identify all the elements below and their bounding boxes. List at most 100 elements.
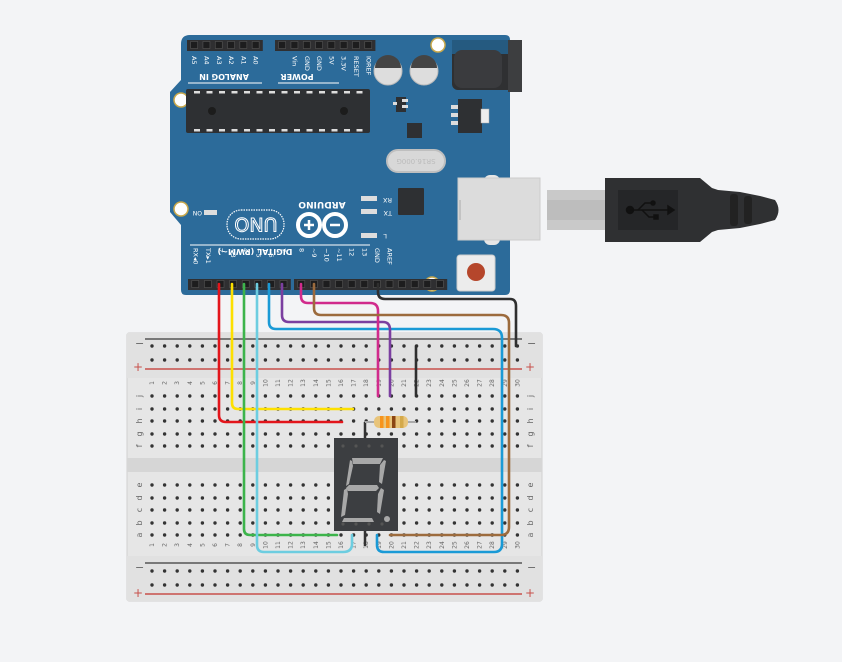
breadboard-hole[interactable]: [301, 521, 305, 525]
rail-hole[interactable]: [314, 344, 318, 348]
rail-hole[interactable]: [288, 358, 293, 362]
rail-hole[interactable]: [515, 569, 520, 573]
rail-hole[interactable]: [200, 583, 205, 587]
breadboard-hole[interactable]: [288, 483, 293, 487]
breadboard-hole[interactable]: [251, 444, 255, 448]
breadboard-hole[interactable]: [440, 444, 444, 448]
header-pin[interactable]: [290, 41, 299, 49]
breadboard-hole[interactable]: [213, 533, 217, 537]
breadboard-hole[interactable]: [503, 432, 507, 436]
breadboard-hole[interactable]: [440, 407, 444, 411]
breadboard-hole[interactable]: [314, 508, 318, 512]
rail-hole[interactable]: [288, 569, 293, 573]
breadboard-hole[interactable]: [225, 432, 230, 436]
breadboard-hole[interactable]: [477, 508, 482, 512]
rail-hole[interactable]: [251, 569, 255, 573]
header-pin[interactable]: [423, 280, 432, 288]
breadboard-hole[interactable]: [225, 483, 230, 487]
header-pin[interactable]: [302, 41, 311, 49]
breadboard-hole[interactable]: [200, 508, 205, 512]
breadboard-hole[interactable]: [427, 508, 431, 512]
rail-hole[interactable]: [440, 344, 444, 348]
breadboard-hole[interactable]: [238, 394, 242, 398]
rail-hole[interactable]: [326, 569, 331, 573]
rail-hole[interactable]: [427, 344, 431, 348]
rail-hole[interactable]: [213, 583, 217, 587]
breadboard-hole[interactable]: [263, 521, 268, 525]
pin-headers[interactable]: [187, 40, 448, 290]
rail-hole[interactable]: [477, 583, 482, 587]
breadboard-hole[interactable]: [188, 419, 192, 423]
breadboard-hole[interactable]: [465, 521, 469, 525]
breadboard-hole[interactable]: [351, 419, 356, 423]
breadboard-hole[interactable]: [314, 496, 318, 500]
header-pin[interactable]: [239, 41, 248, 49]
rail-hole[interactable]: [452, 569, 457, 573]
breadboard-hole[interactable]: [225, 521, 230, 525]
rail-hole[interactable]: [477, 358, 482, 362]
breadboard-hole[interactable]: [150, 533, 154, 537]
breadboard-hole[interactable]: [351, 432, 356, 436]
breadboard-hole[interactable]: [150, 496, 154, 500]
rail-hole[interactable]: [465, 569, 469, 573]
rail-hole[interactable]: [200, 569, 205, 573]
breadboard-hole[interactable]: [389, 432, 394, 436]
header-pin[interactable]: [190, 41, 198, 49]
wire-gnd[interactable]: [376, 282, 518, 348]
breadboard-hole[interactable]: [150, 407, 154, 411]
breadboard-hole[interactable]: [452, 394, 457, 398]
rail-hole[interactable]: [402, 583, 406, 587]
breadboard-hole[interactable]: [238, 496, 242, 500]
breadboard-hole[interactable]: [200, 496, 205, 500]
rail-hole[interactable]: [200, 358, 205, 362]
rail-hole[interactable]: [150, 583, 154, 587]
breadboard-hole[interactable]: [402, 394, 406, 398]
breadboard-hole[interactable]: [200, 483, 205, 487]
breadboard-hole[interactable]: [301, 508, 305, 512]
breadboard-hole[interactable]: [490, 432, 494, 436]
breadboard-hole[interactable]: [188, 496, 192, 500]
header-pin[interactable]: [410, 280, 419, 288]
rail-hole[interactable]: [503, 569, 507, 573]
rail-hole[interactable]: [440, 358, 444, 362]
rail-hole[interactable]: [301, 569, 305, 573]
rail-hole[interactable]: [175, 358, 179, 362]
breadboard-hole[interactable]: [440, 432, 444, 436]
breadboard-hole[interactable]: [175, 444, 179, 448]
breadboard-hole[interactable]: [188, 444, 192, 448]
breadboard-hole[interactable]: [188, 407, 192, 411]
breadboard-hole[interactable]: [162, 444, 167, 448]
rail-hole[interactable]: [263, 358, 268, 362]
rail-hole[interactable]: [452, 358, 457, 362]
breadboard-hole[interactable]: [414, 444, 419, 448]
rail-hole[interactable]: [276, 344, 280, 348]
breadboard-hole[interactable]: [515, 444, 520, 448]
usb-cable[interactable]: [547, 178, 779, 242]
breadboard-hole[interactable]: [452, 432, 457, 436]
breadboard-hole[interactable]: [276, 483, 280, 487]
breadboard-hole[interactable]: [465, 508, 469, 512]
breadboard-hole[interactable]: [440, 483, 444, 487]
breadboard-hole[interactable]: [503, 508, 507, 512]
rail-hole[interactable]: [490, 583, 494, 587]
breadboard-hole[interactable]: [150, 508, 154, 512]
breadboard-hole[interactable]: [414, 483, 419, 487]
breadboard-hole[interactable]: [452, 508, 457, 512]
rail-hole[interactable]: [238, 583, 242, 587]
breadboard-hole[interactable]: [452, 483, 457, 487]
breadboard-hole[interactable]: [503, 444, 507, 448]
rail-hole[interactable]: [301, 358, 305, 362]
breadboard-hole[interactable]: [301, 394, 305, 398]
breadboard-hole[interactable]: [263, 394, 268, 398]
breadboard-hole[interactable]: [225, 394, 230, 398]
rail-hole[interactable]: [188, 358, 192, 362]
rail-hole[interactable]: [452, 583, 457, 587]
breadboard-hole[interactable]: [477, 521, 482, 525]
rail-hole[interactable]: [225, 358, 230, 362]
header-pin[interactable]: [191, 280, 200, 288]
rail-hole[interactable]: [427, 569, 431, 573]
breadboard-hole[interactable]: [414, 432, 419, 436]
breadboard-hole[interactable]: [238, 508, 242, 512]
breadboard-hole[interactable]: [339, 394, 343, 398]
header-pin[interactable]: [279, 280, 288, 288]
